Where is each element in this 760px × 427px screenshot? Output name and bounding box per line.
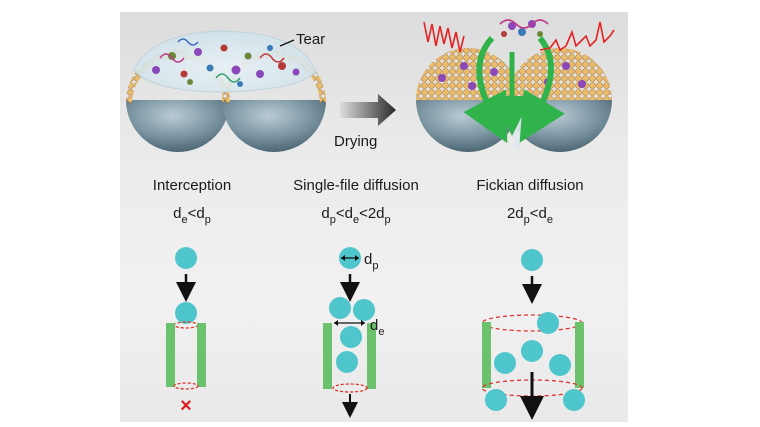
single-file-schematic: dp de bbox=[323, 247, 384, 418]
dried-nanospheres bbox=[416, 19, 615, 152]
single-file-condition: dp<de<2dp bbox=[321, 205, 390, 226]
channel-wall-right bbox=[575, 322, 584, 388]
particle-entering-a bbox=[329, 297, 351, 319]
fickian-schematic bbox=[481, 249, 585, 420]
flow-arrow-left bbox=[463, 35, 508, 144]
particle-incoming bbox=[175, 247, 197, 269]
pore-diameter-label: de bbox=[370, 317, 384, 338]
channel-wall-left bbox=[323, 323, 332, 389]
tear-pointer-line bbox=[279, 39, 295, 47]
figure-canvas: Tear Drying bbox=[126, 19, 615, 420]
particle-incoming bbox=[521, 249, 543, 271]
particle-blocked bbox=[175, 302, 197, 324]
particle-exited-right bbox=[563, 389, 585, 411]
particle-at-entrance bbox=[537, 312, 559, 334]
tear-biomolecules bbox=[152, 38, 300, 87]
signal-line-right bbox=[539, 21, 615, 52]
mechanism-conditions: de<dp dp<de<2dp 2dp<de bbox=[173, 205, 553, 226]
mechanism-titles: Interception Single-file diffusion Ficki… bbox=[153, 177, 584, 194]
fickian-condition: 2dp<de bbox=[507, 205, 553, 226]
tear-droplet bbox=[133, 30, 317, 93]
tear-label: Tear bbox=[296, 31, 325, 48]
drying-label: Drying bbox=[334, 133, 377, 150]
pore-exit-ring bbox=[173, 382, 199, 390]
nanosphere-right-shell bbox=[508, 48, 612, 100]
particle-diameter-arrowheads bbox=[341, 255, 359, 261]
interception-title: Interception bbox=[153, 177, 231, 194]
interception-schematic: × bbox=[166, 247, 206, 417]
fickian-diffusion-title: Fickian diffusion bbox=[476, 177, 583, 194]
tear-on-nanospheres: Tear bbox=[126, 30, 326, 152]
particle-entering-b bbox=[353, 299, 375, 321]
filtration-mechanism-figure: Tear Drying bbox=[120, 12, 628, 422]
drying-arrow bbox=[340, 94, 396, 126]
particle-diameter-label: dp bbox=[364, 251, 378, 272]
drying-step: Drying bbox=[334, 94, 396, 150]
particle-in-channel-b bbox=[521, 340, 543, 362]
blocked-mark: × bbox=[180, 395, 192, 417]
molecule-cluster bbox=[499, 19, 549, 37]
particle-exited-left bbox=[485, 389, 507, 411]
channel-wall-right bbox=[197, 323, 206, 387]
particle-in-channel-a bbox=[494, 352, 516, 374]
channel-wall-left bbox=[482, 322, 491, 388]
signal-line-left bbox=[423, 21, 465, 53]
particle-in-channel-c bbox=[549, 354, 571, 376]
hemisphere-right bbox=[222, 100, 326, 152]
particle-in-channel-a bbox=[340, 326, 362, 348]
flow-arrow-right bbox=[519, 36, 565, 143]
channel-wall-left bbox=[166, 323, 175, 387]
hemisphere-left bbox=[126, 100, 230, 152]
single-file-diffusion-title: Single-file diffusion bbox=[293, 177, 419, 194]
particle-in-channel-b bbox=[336, 351, 358, 373]
interception-condition: de<dp bbox=[173, 205, 211, 226]
pore-entrance-ring bbox=[481, 314, 583, 332]
nanosphere-left-shell bbox=[416, 48, 520, 100]
channel-wall-right bbox=[367, 323, 376, 389]
pore-exit-ring bbox=[332, 383, 368, 393]
